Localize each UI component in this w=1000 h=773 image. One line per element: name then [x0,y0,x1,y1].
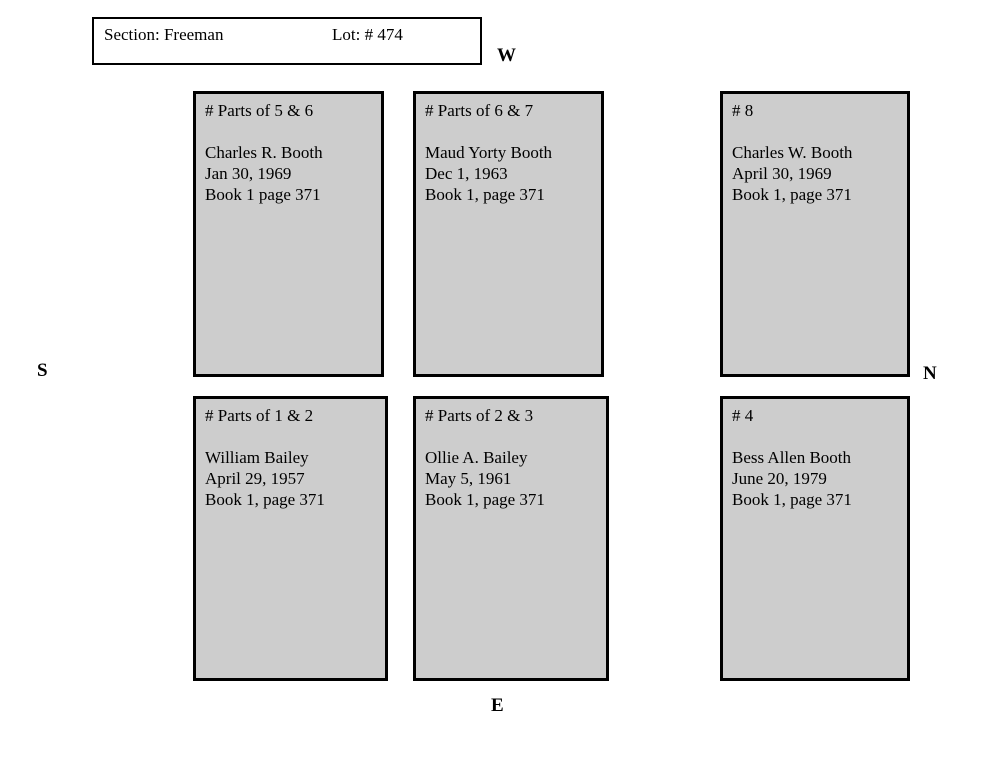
plot-parts-of-5-and-6: # Parts of 5 & 6 Charles R. Booth Jan 30… [193,91,384,377]
plot-book-reference: Book 1, page 371 [732,185,852,204]
plot-date: Jan 30, 1969 [205,164,292,183]
plot-8: # 8 Charles W. Booth April 30, 1969 Book… [720,91,910,377]
plot-occupant-name: Ollie A. Bailey [425,448,528,467]
plot-date: April 30, 1969 [732,164,832,183]
plot-date: June 20, 1979 [732,469,827,488]
plot-occupant-name: Charles W. Booth [732,143,853,162]
plot-occupant-name: William Bailey [205,448,309,467]
plot-book-reference: Book 1, page 371 [205,490,325,509]
plot-parts-of-1-and-2: # Parts of 1 & 2 William Bailey April 29… [193,396,388,681]
plot-4: # 4 Bess Allen Booth June 20, 1979 Book … [720,396,910,681]
plot-date: April 29, 1957 [205,469,305,488]
lot-number-label: Lot: # 474 [332,25,403,44]
plot-id: # Parts of 5 & 6 [205,101,314,120]
plot-parts-of-2-and-3: # Parts of 2 & 3 Ollie A. Bailey May 5, … [413,396,609,681]
plot-date: May 5, 1961 [425,469,512,488]
plot-occupant-name: Charles R. Booth [205,143,323,162]
compass-west-label: W [497,45,516,66]
plot-id: # Parts of 2 & 3 [425,406,534,425]
section-label: Section: Freeman [104,25,224,44]
plot-date: Dec 1, 1963 [425,164,508,183]
plot-occupant-name: Maud Yorty Booth [425,143,553,162]
compass-south-label: S [37,360,48,381]
plot-book-reference: Book 1, page 371 [732,490,852,509]
plot-book-reference: Book 1, page 371 [425,490,545,509]
plot-id: # 4 [732,406,754,425]
plot-id: # Parts of 1 & 2 [205,406,314,425]
compass-north-label: N [923,363,937,384]
plot-book-reference: Book 1 page 371 [205,185,321,204]
plot-id: # Parts of 6 & 7 [425,101,534,120]
plot-book-reference: Book 1, page 371 [425,185,545,204]
section-lot-header-box: Section: Freeman Lot: # 474 [92,17,482,65]
compass-east-label: E [491,695,504,716]
plot-parts-of-6-and-7: # Parts of 6 & 7 Maud Yorty Booth Dec 1,… [413,91,604,377]
plot-occupant-name: Bess Allen Booth [732,448,852,467]
plot-id: # 8 [732,101,754,120]
